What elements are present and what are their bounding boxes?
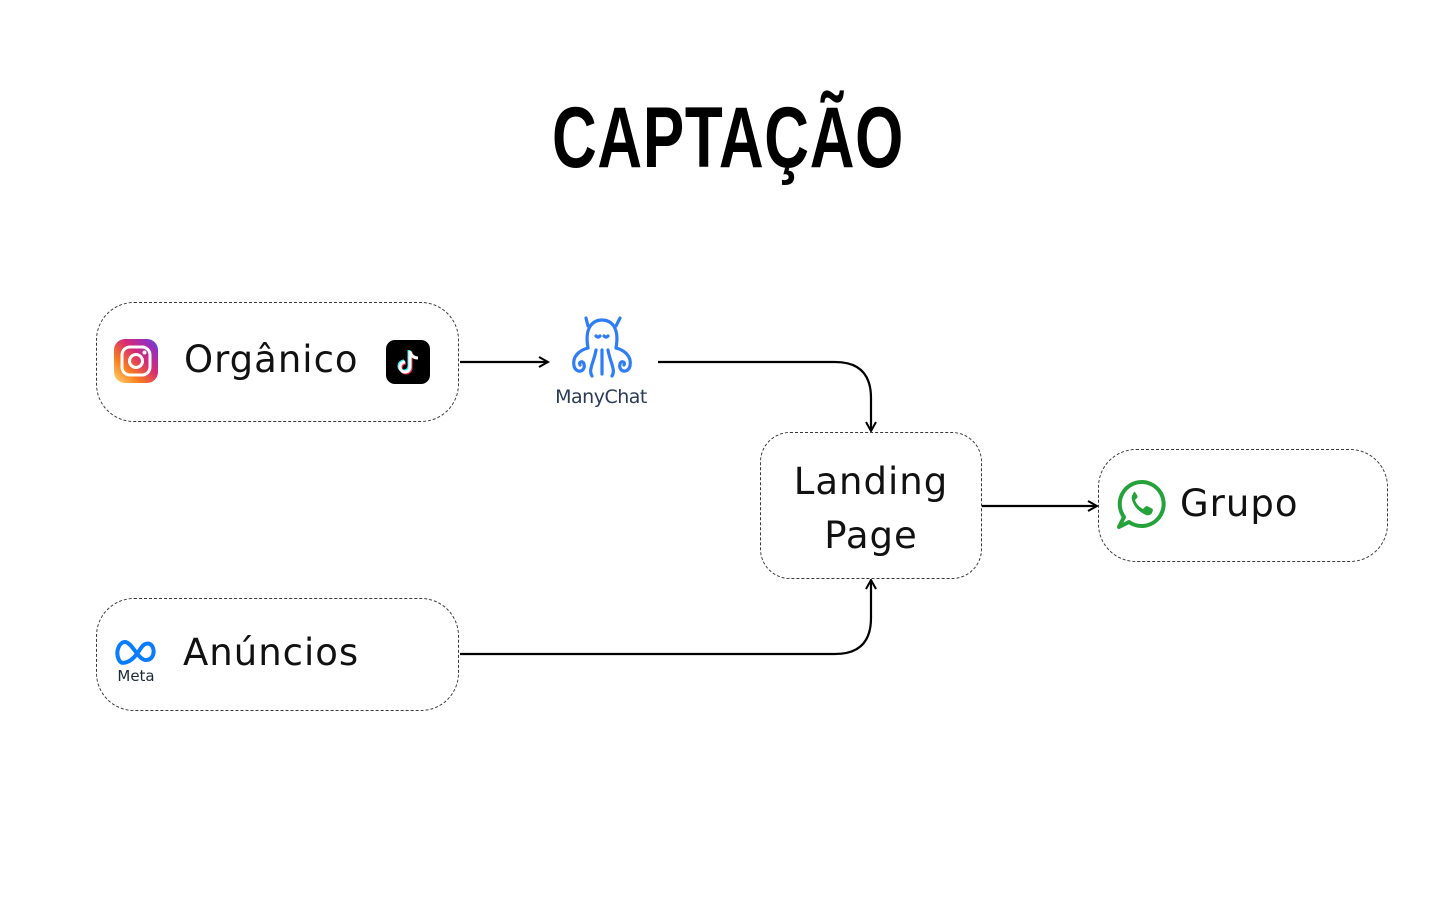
node-anuncios-label: Anúncios [183,631,360,674]
diagram-title: CAPTAÇÃO [551,90,905,186]
manychat-label: ManyChat [555,386,647,408]
whatsapp-icon [1117,479,1166,529]
node-landing-page [760,432,982,579]
meta-label: Meta [117,667,155,685]
node-landing-page-label: Landing Page [760,455,982,563]
node-organico-label: Orgânico [184,338,359,381]
instagram-icon [114,339,158,383]
node-anuncios [96,598,459,711]
manychat-icon [572,316,632,378]
arrow-anuncios-to-landing [460,580,871,656]
node-grupo [1098,449,1388,562]
node-grupo-label: Grupo [1180,482,1299,525]
landing-line-2: Page [824,514,918,557]
meta-icon [115,640,156,665]
arrow-manychat-to-landing [658,360,871,431]
tiktok-icon [386,340,430,384]
landing-line-1: Landing [793,460,949,503]
